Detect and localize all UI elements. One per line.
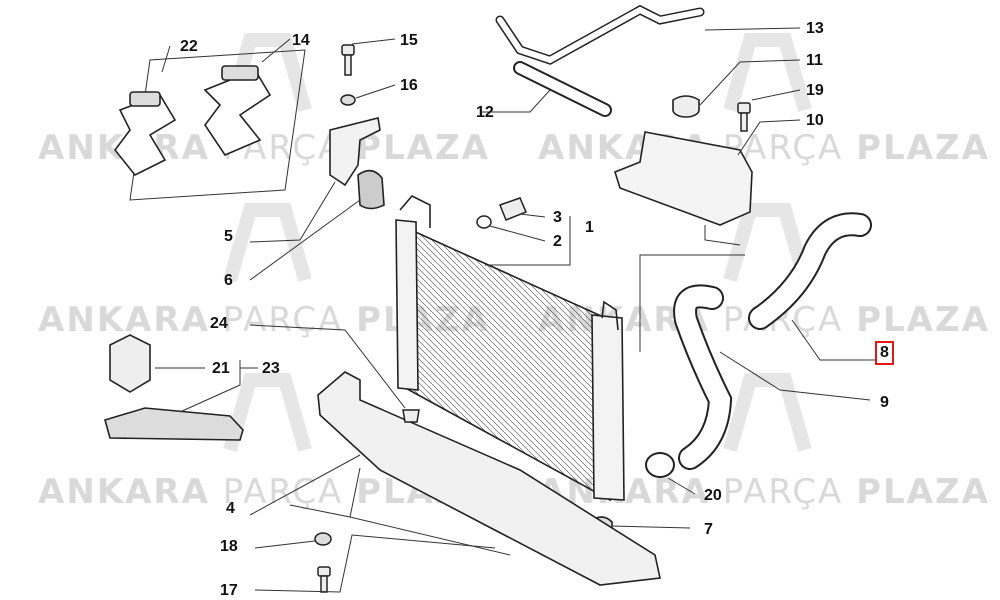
watermark-logo	[223, 33, 812, 452]
washer-18	[314, 532, 332, 546]
callout-5: 5	[224, 228, 233, 245]
clip-part-22	[113, 91, 177, 177]
callout-8-highlighted[interactable]: 8	[875, 341, 894, 365]
hose-8-inner	[750, 214, 870, 328]
callout-3: 3	[553, 209, 562, 226]
hose-13-inner	[497, 6, 703, 64]
callout-20: 20	[704, 487, 722, 504]
plate-23	[104, 407, 244, 441]
seal-2	[476, 215, 492, 229]
sensor-3	[499, 197, 527, 221]
callout-23: 23	[262, 360, 280, 377]
bolt-17	[317, 566, 331, 593]
callout-9: 9	[880, 394, 889, 411]
callout-11: 11	[806, 52, 823, 69]
bracket-5	[329, 117, 381, 187]
hose-12-inner	[515, 63, 610, 115]
callout-13: 13	[806, 20, 824, 37]
callout-12: 12	[476, 104, 494, 121]
leader-lines	[155, 27, 876, 593]
callout-22: 22	[180, 38, 198, 55]
callout-16: 16	[400, 77, 418, 94]
cap-11	[672, 95, 700, 118]
callout-7: 7	[704, 521, 713, 538]
bolt-15	[341, 44, 355, 76]
grommet-6	[357, 169, 385, 210]
callout-6: 6	[224, 272, 233, 289]
radiator-1	[395, 195, 625, 502]
expansion-tank-10	[614, 131, 753, 226]
bolt-19	[737, 102, 751, 132]
clip-part-14	[203, 65, 272, 156]
callout-17: 17	[220, 582, 238, 599]
callout-14: 14	[292, 32, 310, 49]
crossmember-4	[317, 371, 661, 586]
clip-24	[402, 409, 420, 423]
callout-18: 18	[220, 538, 238, 555]
callout-1: 1	[585, 219, 594, 236]
washer-16	[340, 94, 356, 106]
clamp-20	[645, 452, 675, 478]
callout-19: 19	[806, 82, 824, 99]
callout-21: 21	[212, 360, 230, 377]
callout-10: 10	[806, 112, 824, 129]
callout-15: 15	[400, 32, 418, 49]
callout-4: 4	[226, 500, 235, 517]
clamp-21	[109, 334, 151, 393]
callout-24: 24	[210, 315, 228, 332]
hose-9-inner	[675, 286, 731, 468]
callout-2: 2	[553, 233, 562, 250]
